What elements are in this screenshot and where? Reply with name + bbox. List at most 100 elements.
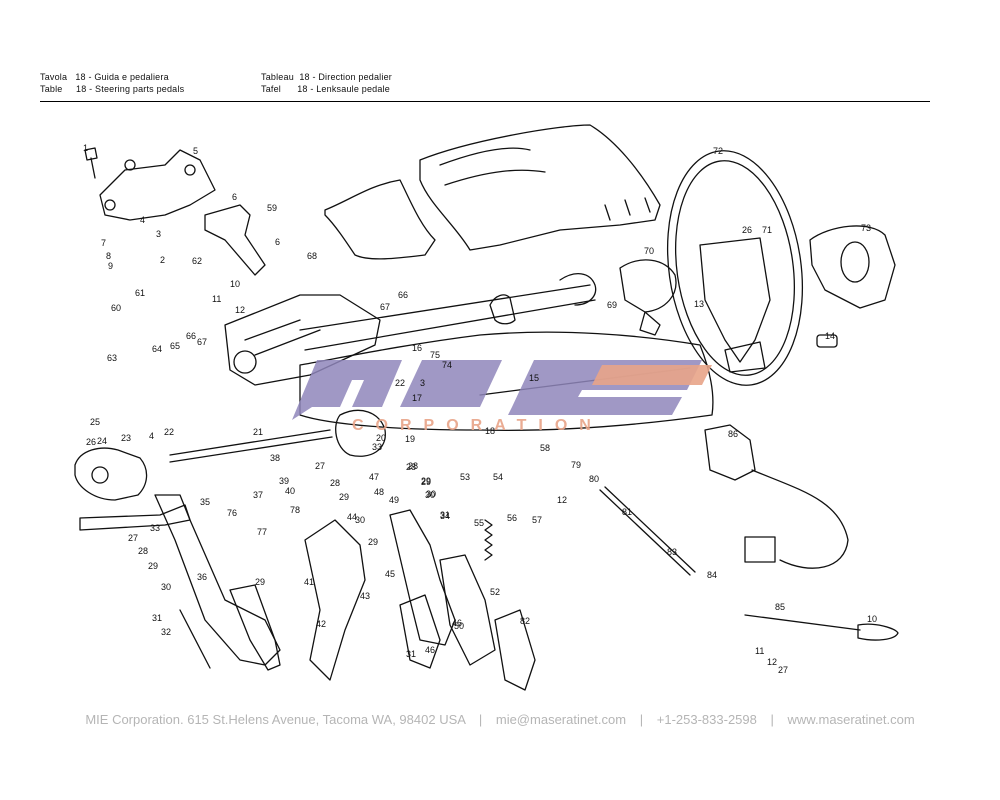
part-callout: 30	[426, 489, 437, 499]
part-callout: 37	[253, 490, 264, 500]
footer-email[interactable]: mie@maseratinet.com	[495, 712, 627, 727]
part-callout: 77	[257, 527, 268, 537]
part-callout: 78	[290, 505, 301, 515]
part-callout: 12	[235, 305, 246, 315]
part-callout: 28	[138, 546, 149, 556]
part-callout: 20	[376, 433, 387, 443]
part-callout: 16	[412, 343, 423, 353]
plate-70-drawing	[619, 259, 677, 313]
part-callout: 11	[755, 646, 765, 656]
pedal-arm-46-drawing	[389, 509, 456, 646]
lever-84-drawing	[744, 614, 861, 631]
header-german: Tafel 18 - Lenksaule pedale	[261, 84, 390, 94]
part-callout: 28	[330, 478, 341, 488]
cap-14-drawing	[816, 334, 838, 348]
column-housing-drawing	[224, 294, 381, 386]
mie-accent-bar	[592, 365, 712, 385]
page-footer: MIE Corporation. 615 St.Helens Avenue, T…	[0, 712, 1000, 727]
part-callout: 70	[644, 246, 655, 256]
part-callout: 21	[253, 427, 264, 437]
part-callout: 26	[86, 437, 97, 447]
footer-phone: +1-253-833-2598	[656, 712, 757, 727]
part-callout: 84	[707, 570, 718, 580]
part-callout: 13	[694, 299, 705, 309]
gear-23-drawing	[74, 447, 148, 501]
lower-shaft-drawing	[169, 429, 331, 456]
footer-website[interactable]: www.maseratinet.com	[787, 712, 915, 727]
part-callout: 11	[212, 294, 222, 304]
part-callout: 73	[861, 223, 872, 233]
part-callout: 48	[374, 487, 385, 497]
part-callout: 33	[372, 442, 383, 452]
knob-85-drawing	[857, 623, 899, 641]
header-de-text: 18 - Lenksaule pedale	[297, 84, 390, 94]
mie-logo-mark	[292, 360, 712, 420]
part-callout: 67	[380, 302, 391, 312]
mie-letter-m	[292, 360, 402, 420]
plate-6-drawing	[204, 204, 266, 276]
part-callout: 27	[315, 461, 326, 471]
part-callout: 28	[408, 461, 419, 471]
part-callout: 24	[97, 436, 108, 446]
part-callout: 83	[667, 547, 678, 557]
header-en-label: Table	[40, 84, 63, 94]
part-callout: 1	[83, 143, 89, 153]
part-callout: 46	[425, 645, 436, 655]
part-callout: 29	[421, 477, 432, 487]
part-callout: 3	[420, 378, 426, 388]
part-callout: 38	[270, 453, 281, 463]
steering-wheel-rim-drawing	[666, 150, 804, 386]
header-en-text: 18 - Steering parts pedals	[76, 84, 185, 94]
mie-subtitle: CORPORATION	[352, 417, 603, 434]
part-callout: 27	[778, 665, 789, 675]
part-callout: 31	[152, 613, 163, 623]
footer-separator: |	[478, 712, 483, 727]
header-rule	[40, 101, 930, 102]
part-callout: 75	[430, 350, 441, 360]
part-callout: 68	[307, 251, 318, 261]
part-callout: 49	[389, 495, 400, 505]
part-callout: 64	[152, 344, 163, 354]
part-callout: 18	[485, 426, 496, 436]
part-callout: 22	[164, 427, 175, 437]
part-callout: 31	[406, 649, 417, 659]
part-callout: 74	[442, 360, 453, 370]
part-callout: 79	[571, 460, 582, 470]
part-callout: 50	[454, 621, 465, 631]
part-callout: 45	[385, 569, 396, 579]
part-callout: 41	[304, 577, 315, 587]
part-callout: 60	[111, 303, 122, 313]
part-callout: 5	[193, 146, 199, 156]
rod-81-drawing	[599, 489, 691, 576]
bracket-5-drawing	[99, 149, 216, 221]
part-callout: 4	[149, 431, 155, 441]
part-callout: 67	[197, 337, 208, 347]
part-callout: 42	[316, 619, 327, 629]
part-callout: 30	[355, 515, 366, 525]
floor-plate-drawing	[299, 331, 714, 431]
footer-separator: |	[639, 712, 644, 727]
part-callout: 14	[825, 331, 836, 341]
part-callout: 2	[160, 255, 166, 265]
part-callout: 81	[622, 507, 633, 517]
part-callout: 35	[200, 497, 211, 507]
part-callout: 30	[161, 582, 172, 592]
footer-company: MIE Corporation. 615 St.Helens Avenue, T…	[85, 712, 466, 727]
part-callout: 4	[140, 215, 146, 225]
part-callout: 29	[421, 476, 432, 486]
part-callout: 15	[529, 373, 540, 383]
header-english: Table 18 - Steering parts pedals	[40, 84, 184, 94]
part-callout: 29	[255, 577, 266, 587]
part-callout: 10	[230, 279, 241, 289]
brake-pedal-drawing	[304, 519, 366, 681]
part-callout: 28	[406, 462, 417, 472]
part-callout: 56	[507, 513, 518, 523]
part-callout: 71	[762, 225, 773, 235]
footer-separator: |	[770, 712, 774, 727]
part-callout: 17	[412, 393, 423, 403]
part-callout: 62	[192, 256, 203, 266]
part-callout: 66	[186, 331, 197, 341]
part-callout: 53	[460, 472, 471, 482]
part-callout: 10	[867, 614, 878, 624]
